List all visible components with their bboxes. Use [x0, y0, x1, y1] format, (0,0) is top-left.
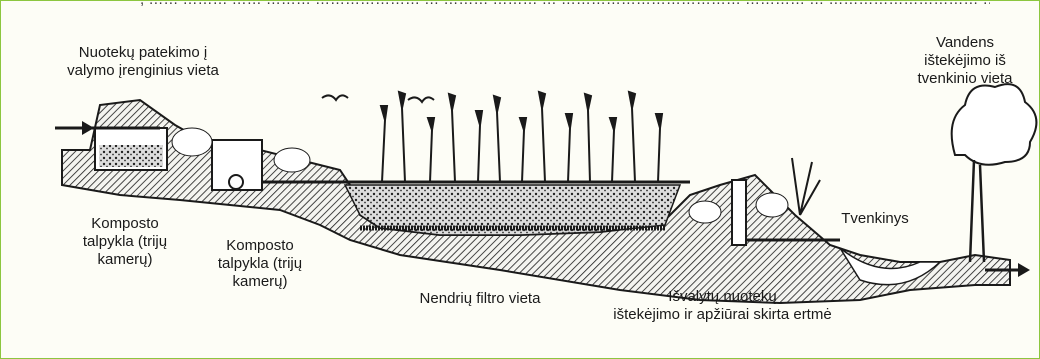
- compost-chamber-1-fill: [99, 145, 163, 167]
- reed-bed-gravel: [345, 185, 680, 235]
- bird-2: [408, 97, 434, 102]
- soil-cavity-4: [756, 193, 788, 217]
- top-caption: , …… ……… …… ……… ………………… … ……… ……… … ……………: [140, 0, 990, 9]
- label-reed-filter: Nendrių filtro vieta: [380, 290, 580, 308]
- inflow-arrow: [55, 121, 94, 135]
- label-inflow: Nuotekų patekimo į valymo įrenginius vie…: [38, 44, 248, 80]
- compost-chamber-2-fitting: [229, 175, 243, 189]
- soil-cavity-1: [172, 128, 212, 156]
- tree: [952, 84, 1037, 262]
- label-compost-1: Komposto talpykla (trijų kamerų): [60, 215, 190, 269]
- label-pond: Tvenkinys: [820, 210, 930, 228]
- soil-cavity-2: [274, 148, 310, 172]
- label-outflow: Vandens ištekėjimo iš tvenkinio vieta: [905, 34, 1025, 88]
- soil-cavity-3: [689, 201, 721, 223]
- label-compost-2: Komposto talpykla (trijų kamerų): [195, 237, 325, 291]
- bird-1: [322, 95, 348, 100]
- label-inspection: Išvalytų nuotekų ištekėjimo ir apžiūrai …: [580, 288, 865, 324]
- inspection-shaft: [732, 180, 746, 245]
